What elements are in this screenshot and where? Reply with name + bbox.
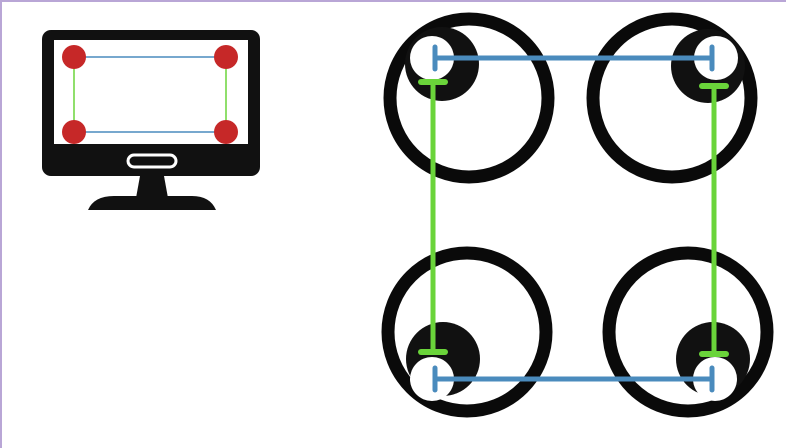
vertical-link-left — [418, 79, 448, 355]
horizontal-link-bottom — [432, 365, 715, 393]
wheel-hub-center — [694, 36, 738, 80]
red-dot-icon — [214, 120, 238, 144]
wheel-hub-center — [693, 357, 737, 401]
red-dot-icon — [214, 45, 238, 69]
wheel-hub-center — [410, 357, 454, 401]
wheel-bottom-left — [381, 246, 553, 418]
wheel-hub-center — [410, 36, 454, 80]
monitor-neck — [136, 176, 168, 198]
monitor-base — [88, 196, 216, 210]
red-dot-icon — [62, 45, 86, 69]
wheel-ring — [381, 246, 553, 418]
wheel-ring — [586, 12, 758, 184]
vertical-link-right — [699, 83, 729, 357]
red-dot-icon — [62, 120, 86, 144]
wheel-ring — [602, 246, 774, 418]
computer-monitor-icon — [42, 30, 260, 210]
monitor-button — [126, 153, 178, 169]
wheel-top-left — [383, 12, 555, 184]
wheel-bottom-right — [602, 246, 774, 418]
horizontal-link-top — [432, 44, 715, 72]
wheel-top-right — [586, 12, 758, 184]
wheel-ring — [383, 12, 555, 184]
